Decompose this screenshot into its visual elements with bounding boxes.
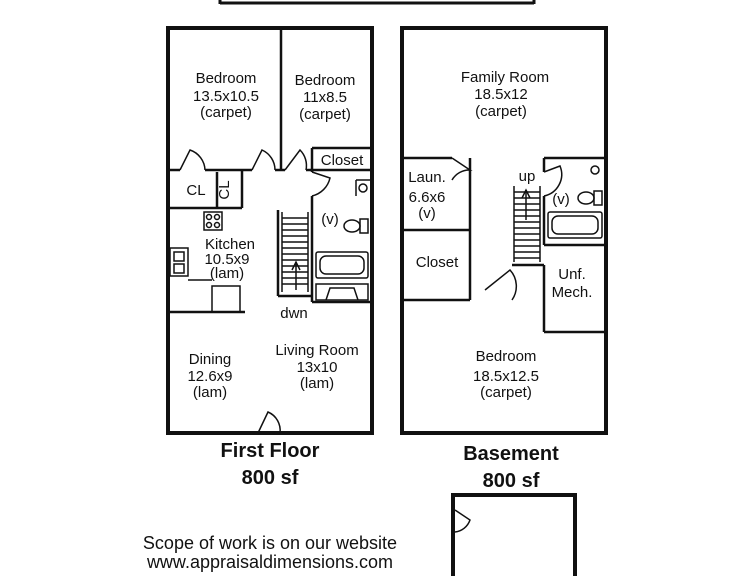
basement-closet-label: Closet xyxy=(416,254,459,271)
mech-line2: Mech. xyxy=(552,284,593,301)
dining-size: 12.6x9 xyxy=(187,368,232,385)
garage-plan xyxy=(451,493,577,576)
living-size: 13x10 xyxy=(297,359,338,376)
cl-label-1: CL xyxy=(186,182,205,199)
first-floor-vent-label: (v) xyxy=(321,211,339,228)
bedroom2-name: Bedroom xyxy=(295,72,356,89)
family-room-finish: (carpet) xyxy=(475,103,527,120)
basement-bedroom-name: Bedroom xyxy=(476,348,537,365)
bedroom1-size: 13.5x10.5 xyxy=(193,88,259,105)
kitchen-size: 10.5x9 xyxy=(204,251,249,268)
top-title-box xyxy=(218,0,536,5)
kitchen-finish: (lam) xyxy=(210,265,244,282)
laundry-name: Laun. xyxy=(408,169,446,186)
first-floor-area: 800 sf xyxy=(242,467,299,489)
stairs-up-label: up xyxy=(519,168,536,185)
basement-bedroom-size: 18.5x12.5 xyxy=(473,368,539,385)
first-floor-plan xyxy=(166,26,374,435)
first-floor-closet-label: Closet xyxy=(321,152,364,169)
stairs-down-label: dwn xyxy=(280,305,308,322)
dining-finish: (lam) xyxy=(193,384,227,401)
first-floor-title: First Floor xyxy=(221,440,320,462)
basement-plan xyxy=(400,26,608,435)
bedroom1-finish: (carpet) xyxy=(200,104,252,121)
mech-line1: Unf. xyxy=(558,266,586,283)
footer-website-link[interactable]: www.appraisaldimensions.com xyxy=(146,552,394,572)
laundry-size: 6.6x6 xyxy=(409,189,446,206)
dining-name: Dining xyxy=(189,351,232,368)
kitchen-name: Kitchen xyxy=(205,236,255,253)
bedroom1-name: Bedroom xyxy=(196,70,257,87)
basement-vent-label: (v) xyxy=(552,191,570,208)
bedroom2-size: 11x8.5 xyxy=(303,89,347,106)
cl-label-2: CL xyxy=(216,180,233,199)
family-room-size: 18.5x12 xyxy=(474,86,527,103)
basement-bedroom-finish: (carpet) xyxy=(480,384,532,401)
basement-area: 800 sf xyxy=(483,470,540,492)
basement-title: Basement xyxy=(463,443,559,465)
footer-scope-text: Scope of work is on our website xyxy=(142,533,398,553)
bedroom2-finish: (carpet) xyxy=(299,106,351,123)
living-finish: (lam) xyxy=(300,375,334,392)
laundry-finish: (v) xyxy=(418,205,436,222)
living-name: Living Room xyxy=(275,342,358,359)
family-room-name: Family Room xyxy=(461,69,549,86)
